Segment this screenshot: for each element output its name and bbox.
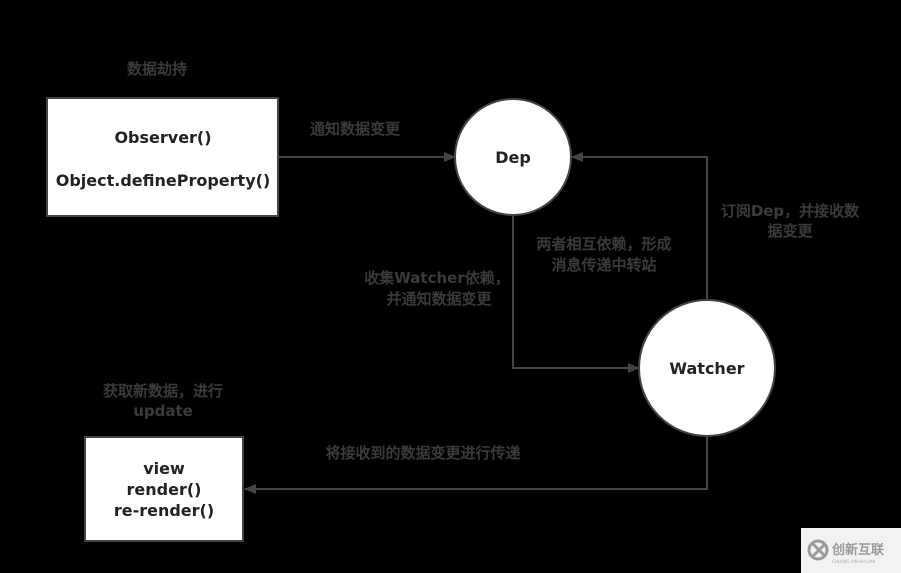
observer-box	[46, 97, 279, 217]
notify-change-label: 通知数据变更	[310, 120, 401, 138]
watcher-label: Watcher	[669, 359, 744, 378]
subscribe-label-1: 订阅Dep，并接收数	[721, 202, 860, 220]
render-label: render()	[127, 480, 202, 499]
pass-on-label: 将接收到的数据变更进行传递	[325, 444, 520, 462]
fetch-label-2: update	[133, 402, 193, 420]
dep-label: Dep	[495, 148, 531, 167]
mutual-label-1: 两者相互依赖，形成	[536, 235, 671, 253]
re-render-label: re-render()	[114, 501, 214, 520]
hijack-label: 数据劫持	[127, 60, 187, 78]
collect-label-2: 并通知数据变更	[386, 290, 492, 308]
watermark-logo: 创新互联 CHUANG XIN HU LIAN	[801, 528, 901, 573]
dep-node	[454, 98, 572, 216]
edge-watcher-to-dep	[571, 152, 708, 300]
watcher-node	[638, 299, 776, 437]
mutual-label-2: 消息传递中转站	[551, 256, 656, 274]
observer-label: Observer()	[114, 128, 211, 147]
view-label: view	[143, 459, 185, 478]
collect-label-1: 收集Watcher依赖，	[364, 269, 509, 287]
subscribe-label-2: 据变更	[767, 222, 813, 240]
edge-dep-to-watcher	[512, 215, 640, 373]
view-box	[84, 436, 244, 542]
fetch-label-1: 获取新数据，进行	[103, 382, 223, 400]
watermark-text: 创新互联	[831, 542, 884, 558]
define-property-label: Object.defineProperty()	[56, 171, 271, 190]
edge-watcher-to-view	[244, 436, 708, 494]
watermark-subtext: CHUANG XIN HU LIAN	[832, 559, 875, 564]
